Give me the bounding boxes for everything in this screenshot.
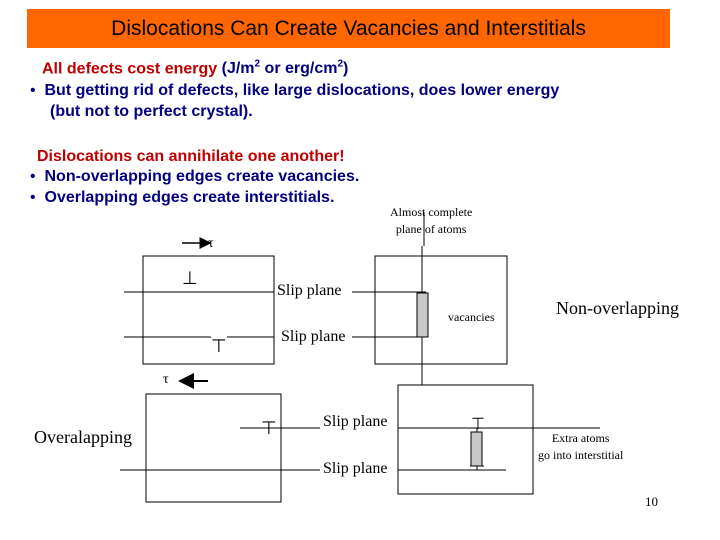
energy-units: (J/m2 or erg/cm2) [221, 59, 349, 78]
tau-top-label: τ [208, 236, 214, 251]
vacancies-label: vacancies [448, 310, 495, 324]
non-overlapping-label: Non-overlapping [556, 298, 679, 318]
energy-line: All defects cost energy (J/m2 or erg/cm2… [42, 59, 348, 78]
extra-atoms-label: Extra atoms go into interstitial [538, 430, 624, 464]
overlapping-label: Overalapping [34, 427, 132, 447]
annihilate-heading: Dislocations can annihilate one another! [37, 148, 345, 165]
dislocation-symbol-down-2: ⊤ [261, 418, 277, 438]
slip-plane-label-4: Slip plane [321, 460, 390, 478]
almost-complete-label: Almost complete plane of atoms [390, 204, 472, 238]
page-title: Dislocations Can Create Vacancies and In… [111, 16, 586, 40]
tau-bottom-label: τ [163, 372, 169, 387]
bullet-text: Non-overlapping edges create vacancies. [44, 168, 360, 185]
extra-atoms-line-1: Extra atoms [551, 431, 610, 445]
bullet-text: Overlapping edges create interstitials. [44, 189, 335, 206]
units-exp-2: 2 [337, 59, 344, 70]
energy-bullet: • But getting rid of defects, like large… [30, 82, 559, 100]
slip-plane-label-1: Slip plane [275, 282, 344, 300]
dislocation-symbol-down: ⊤ [211, 336, 227, 356]
almost-complete-line-1: Almost complete [390, 205, 473, 219]
crystal-box-bottom-right [397, 384, 534, 495]
crystal-box-top-left [142, 255, 275, 365]
slip-plane-label-3: Slip plane [321, 413, 390, 431]
extra-atoms-line-2: go into interstitial [538, 448, 624, 462]
page-number: 10 [645, 494, 658, 509]
units-prefix: (J/m [221, 60, 255, 78]
bullet-dot: • [30, 168, 45, 185]
dislocation-symbol-up: ⊥ [182, 268, 198, 288]
energy-label: All defects cost energy [42, 60, 218, 78]
units-exp-1: 2 [254, 59, 261, 70]
bullet-dot: • [30, 189, 45, 206]
annihilate-bullet-1: • Non-overlapping edges create vacancies… [30, 168, 359, 186]
units-mid: or erg/cm [260, 60, 338, 78]
units-suffix: ) [343, 60, 349, 78]
crystal-box-top-right [374, 255, 508, 365]
annihilate-bullet-2: • Overlapping edges create interstitials… [30, 189, 334, 207]
energy-bullet-line-2: (but not to perfect crystal). [50, 103, 253, 120]
vacancies-region [416, 292, 429, 338]
interstitials-region [470, 431, 483, 467]
crystal-box-bottom-left [145, 393, 282, 503]
slip-plane-label-2: Slip plane [279, 328, 348, 346]
dislocation-symbol-down-3: ⊤ [471, 416, 485, 433]
title-bar: Dislocations Can Create Vacancies and In… [27, 9, 670, 48]
energy-bullet-line-1: But getting rid of defects, like large d… [44, 82, 560, 99]
almost-complete-line-2: plane of atoms [395, 222, 467, 236]
bullet-dot: • [30, 82, 45, 99]
